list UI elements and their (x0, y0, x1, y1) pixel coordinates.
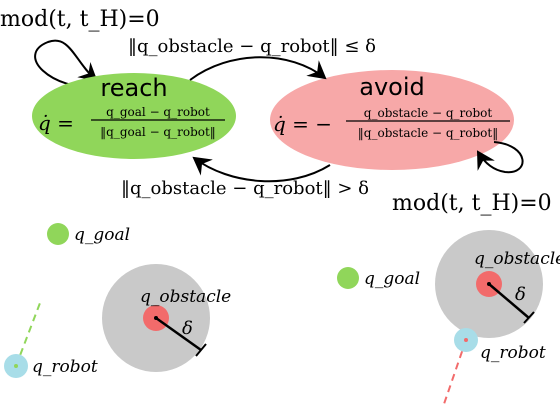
goal-marker (337, 267, 359, 289)
scene-avoid: q_goal δ q_obstacle q_robot (337, 230, 560, 405)
safety-radius-tick (195, 343, 207, 357)
reach-to-avoid-arrow (189, 56, 327, 81)
avoid-self-loop-arrow (476, 141, 524, 174)
svg-text:mod(t, t_H)=0: mod(t, t_H)=0 (392, 191, 552, 216)
svg-text:‖q_goal − q_robot‖: ‖q_goal − q_robot‖ (100, 125, 216, 139)
safety-radius-line (155, 316, 202, 352)
robot-label: q_robot (480, 343, 546, 363)
scene-reach: q_goal δ q_obstacle q_robot (4, 223, 231, 378)
reach-self-loop-arrow (34, 39, 101, 90)
safety-radius-line (488, 283, 530, 319)
svg-text:q_goal − q_robot: q_goal − q_robot (106, 105, 210, 119)
svg-text:q̇ =: q̇ = (38, 111, 74, 135)
reach-control-law: q̇ = q_goal − q_robot ‖q_goal − q_robot‖ (38, 105, 225, 139)
avoid-self-loop-label: mod(t, t_H)=0 (392, 191, 552, 216)
svg-text:q̇ = −: q̇ = − (273, 112, 332, 136)
robot-label: q_robot (32, 357, 98, 377)
reach-state (32, 73, 236, 159)
avoid-control-law: q̇ = − q_obstacle − q_robot ‖q_obstacle … (273, 106, 510, 140)
goal-label: q_goal (364, 269, 420, 289)
reach-state-name: reach (100, 74, 167, 102)
obstacle-label: q_obstacle (140, 287, 231, 307)
reach-self-loop-label: mod(t, t_H)=0 (0, 7, 160, 32)
avoid-state (270, 70, 514, 170)
avoid-to-reach-condition: ‖q_obstacle − q_robot‖ > δ (121, 178, 369, 199)
svg-text:‖q_obstacle − q_robot‖: ‖q_obstacle − q_robot‖ (358, 126, 498, 140)
goal-marker (47, 223, 69, 245)
goal-label: q_goal (74, 225, 130, 245)
avoid-state-name: avoid (359, 73, 425, 101)
safety-radius-tick (523, 311, 535, 324)
avoid-to-reach-arrow (192, 156, 331, 183)
svg-text:q_obstacle − q_robot: q_obstacle − q_robot (364, 106, 493, 120)
radius-label: δ (515, 284, 526, 305)
svg-text:mod(t, t_H)=0: mod(t, t_H)=0 (0, 7, 160, 32)
obstacle-label: q_obstacle (474, 249, 560, 269)
reach-to-avoid-condition: ‖q_obstacle − q_robot‖ ≤ δ (128, 36, 376, 57)
radius-label: δ (182, 318, 193, 339)
